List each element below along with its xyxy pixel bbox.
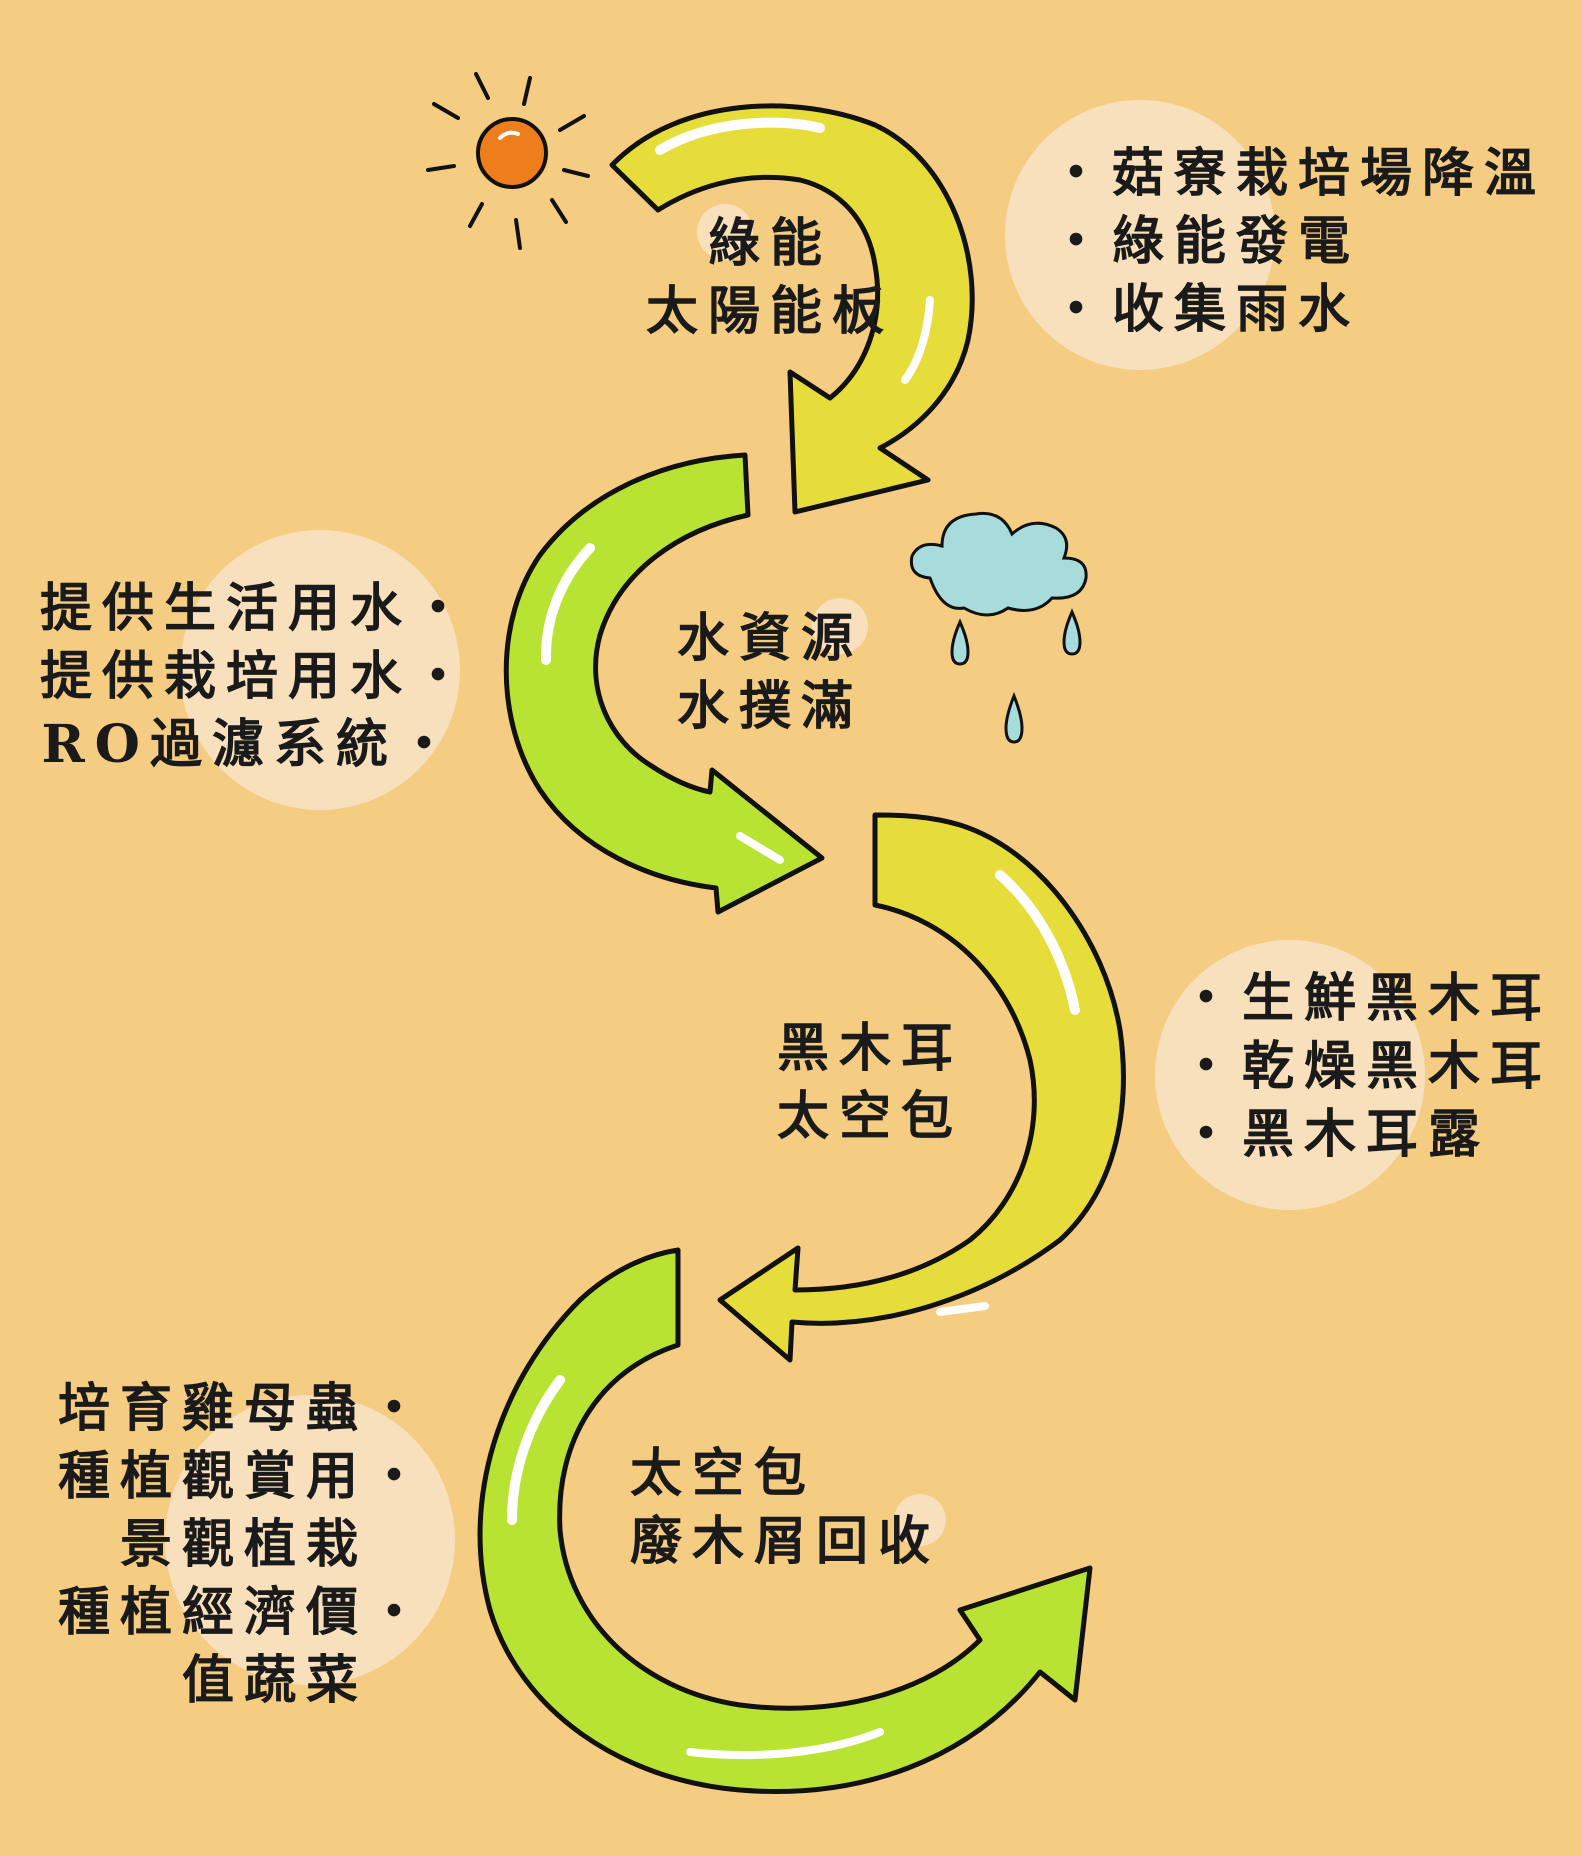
- water-uses-list: 提供生活用水・ 提供栽培用水・ RO過濾系統・: [40, 575, 475, 779]
- list-item: ・菇寮栽培場降溫: [1050, 143, 1547, 204]
- recycle-uses-list: 培育雞母蟲・ 種植觀賞用・ 景觀植栽・ 種植經濟價・ 值蔬菜・: [50, 1375, 430, 1715]
- stage-line: 水資源: [676, 608, 863, 669]
- list-item: RO過濾系統・: [41, 714, 460, 775]
- arrow-water: [503, 452, 825, 915]
- stage-fungus: 黑木耳 太空包: [760, 1015, 980, 1151]
- stage-line: 太空包: [776, 1086, 963, 1147]
- list-item: 種植經濟價・: [57, 1582, 430, 1643]
- list-item: 種植觀賞用・: [57, 1446, 430, 1507]
- arrow-fungus: [717, 812, 1126, 1363]
- list-item: ・乾燥黑木耳: [1180, 1036, 1553, 1097]
- sun-icon: [426, 72, 590, 250]
- bubble-energy-notes: [1005, 100, 1275, 370]
- stage-recycle: 太空包 廢木屑回收: [630, 1440, 950, 1576]
- list-item: 值蔬菜・: [181, 1650, 368, 1711]
- list-item: ・收集雨水: [1050, 279, 1361, 340]
- list-item: 提供生活用水・: [40, 578, 475, 639]
- bubble-small-2: [812, 598, 868, 654]
- stage-line: 廢木屑回收: [630, 1511, 941, 1572]
- stage-line: 黑木耳: [776, 1018, 963, 1079]
- bubble-recycle-notes: [165, 1395, 455, 1685]
- stage-water: 水資源 水撲滿: [660, 605, 880, 741]
- list-item: 提供栽培用水・: [40, 646, 475, 707]
- bubble-small-3: [894, 1494, 946, 1546]
- list-item: ・生鮮黑木耳: [1180, 968, 1553, 1029]
- list-item: 景觀植栽・: [119, 1514, 368, 1575]
- arrow-recycle: [477, 1247, 1093, 1794]
- arrow-green-energy: [609, 103, 975, 515]
- list-item: ・綠能發電: [1050, 211, 1361, 272]
- energy-uses-list: ・菇寮栽培場降溫 ・綠能發電 ・收集雨水: [1050, 140, 1547, 344]
- stage-green-energy: 綠能 太陽能板: [640, 210, 900, 346]
- bubble-water-notes: [180, 530, 460, 810]
- list-item: ・黑木耳露: [1180, 1104, 1491, 1165]
- bubble-small-1: [697, 204, 753, 260]
- stage-line: 太空包: [630, 1443, 817, 1504]
- fungus-products-list: ・生鮮黑木耳 ・乾燥黑木耳 ・黑木耳露: [1180, 965, 1560, 1169]
- rain-cloud-icon: [909, 511, 1088, 744]
- list-item: 培育雞母蟲・: [57, 1378, 430, 1439]
- stage-line: 水撲滿: [676, 676, 863, 737]
- bubble-fungus-notes: [1155, 940, 1425, 1210]
- stage-line: 太陽能板: [645, 281, 894, 342]
- stage-line: 綠能: [707, 213, 832, 274]
